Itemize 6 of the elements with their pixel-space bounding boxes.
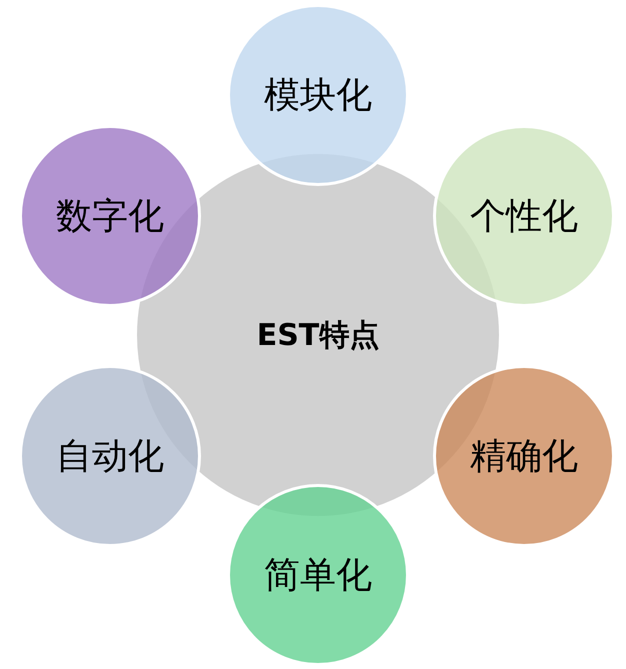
- circle: 个性化: [433, 125, 615, 307]
- circle: 数字化: [19, 125, 201, 307]
- circle: 模块化: [227, 4, 409, 186]
- circle: 自动化: [19, 365, 201, 547]
- circle: 精确化: [433, 365, 615, 547]
- circle: 简单化: [227, 484, 409, 666]
